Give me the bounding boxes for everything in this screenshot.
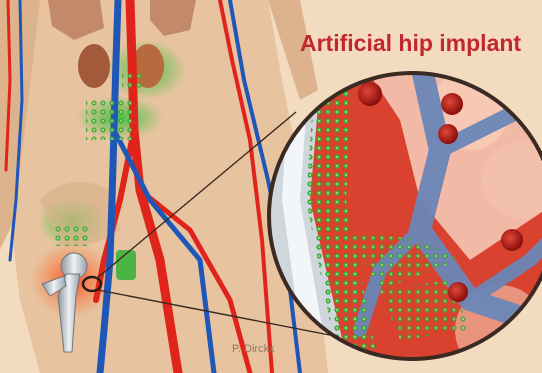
kidney-left (78, 44, 110, 88)
artist-credit: P. Dirckx (232, 343, 275, 355)
illustration-title: Artificial hip implant (300, 30, 521, 57)
